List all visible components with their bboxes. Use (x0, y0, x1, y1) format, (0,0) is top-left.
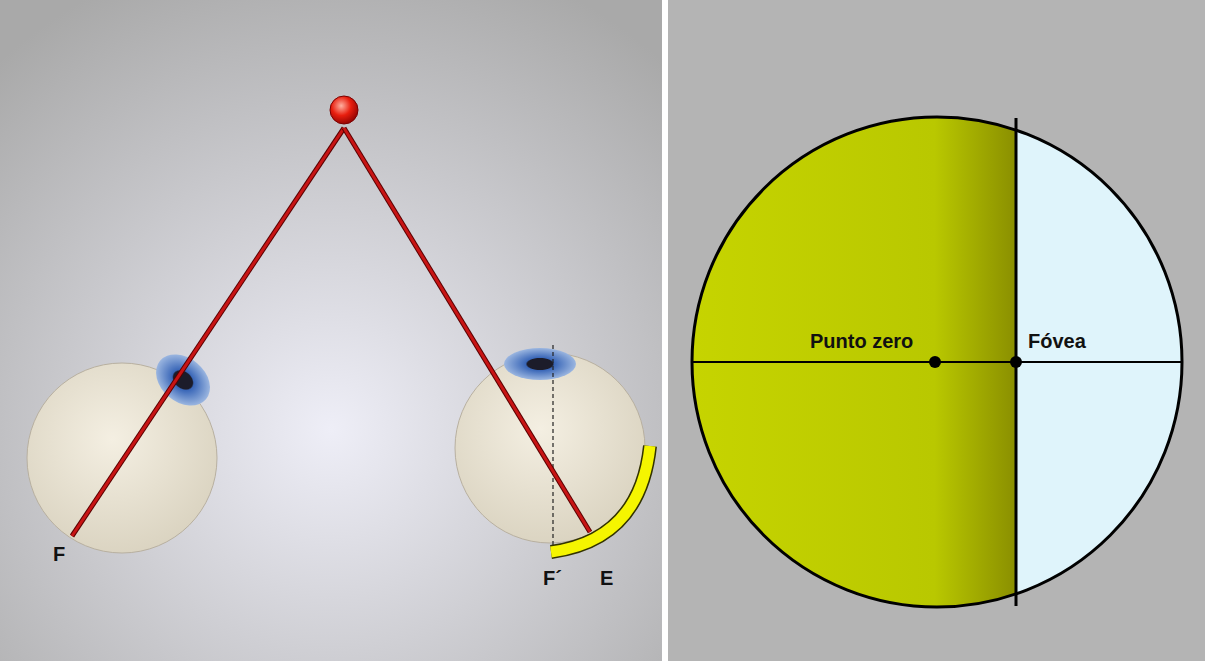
light-ray (344, 128, 590, 532)
panel-background (0, 0, 662, 661)
fundus (690, 115, 1191, 610)
point-label: F (53, 544, 65, 564)
retina-arc (551, 446, 650, 552)
retina-arc-outline (551, 446, 650, 552)
point-label: E (600, 568, 613, 588)
point-label: F´ (543, 568, 562, 588)
point-dot (1010, 356, 1022, 368)
separator (662, 0, 668, 661)
visual-axis (552, 345, 553, 550)
left-eyeball (27, 344, 220, 553)
light-ray (344, 128, 590, 532)
light-ray (72, 128, 344, 536)
point-label: Punto zero (810, 331, 913, 351)
point-dot (929, 356, 941, 368)
light-ray (72, 128, 344, 536)
point-label: Fóvea (1028, 331, 1086, 351)
object-ball (330, 96, 358, 124)
panel-background (668, 0, 1205, 661)
fundus-outline (692, 117, 1182, 607)
